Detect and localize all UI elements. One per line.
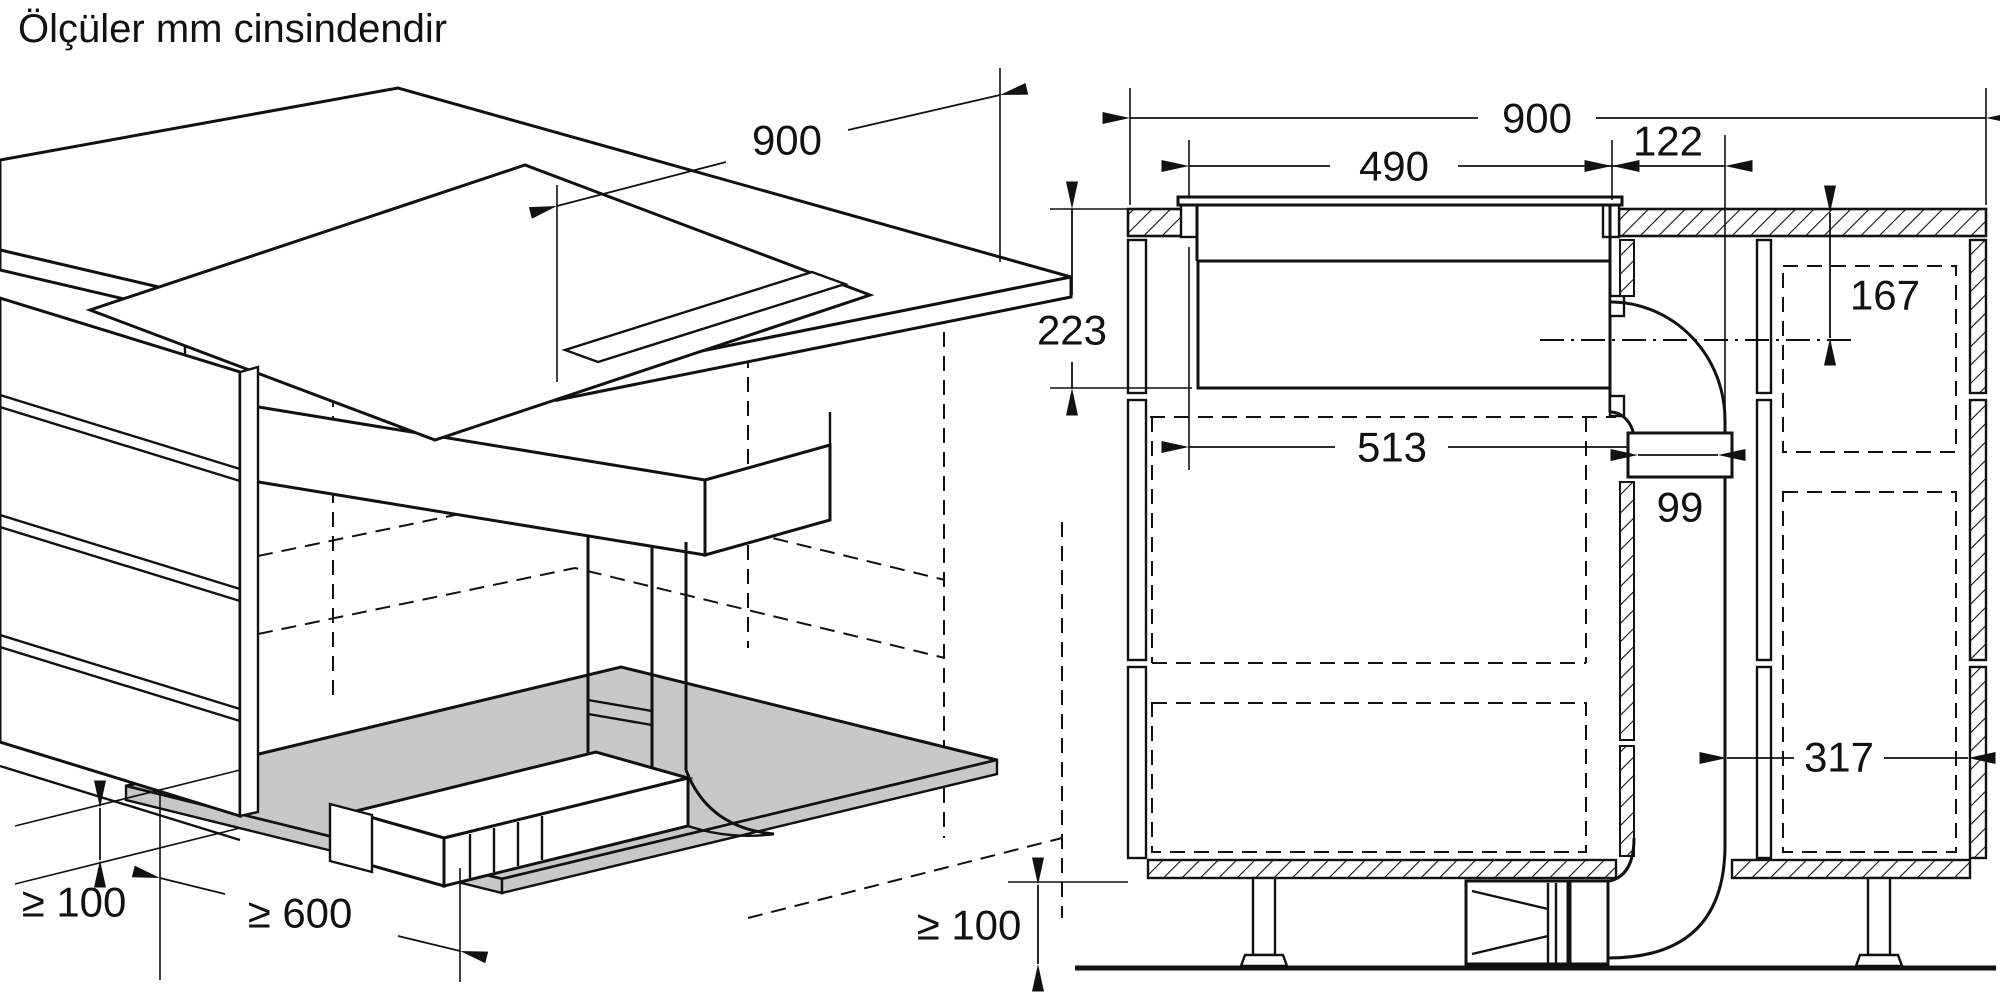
dim-label-duct-99: 99 [1657,484,1704,531]
dim-label-rear-317: 317 [1804,734,1874,781]
dim-label-plinth-100: ≥ 100 [22,879,127,926]
section-view: 900 490 122 223 167 [917,88,2000,992]
cabinet-bottom-boards [1146,858,1972,880]
flat-duct-diffuser [328,750,694,888]
hob-glass-iso [85,163,875,442]
dim-axis-167: 167 [1824,185,1920,366]
glass-flange-left [1179,201,1199,239]
dim-plinth-left: ≥ 100 [14,769,241,926]
dim-duct-99: 99 [1610,431,1746,531]
dim-label-plinth-right-100: ≥ 100 [917,902,1022,949]
worktop-section [1126,195,1988,239]
dim-label-body-513: 513 [1357,424,1427,471]
right-cabinet-left-wall [1755,238,1773,860]
dim-label-total-900: 900 [1502,95,1572,142]
hob-body-section [1195,205,1626,418]
dim-height-223: 223 [1037,181,1192,416]
isometric-view: 900 ≥ 100 ≥ 600 [0,68,1073,982]
right-cabinet-right-wall [1968,238,1988,860]
dim-label-axis-167: 167 [1850,272,1920,319]
dim-plinth-right: ≥ 100 [917,857,1128,992]
hob-glass-section [1176,195,1624,207]
dim-label-depth-900: 900 [752,117,822,164]
dim-total-900: 900 [1102,88,2000,205]
dim-label-height-223: 223 [1037,307,1107,354]
dim-body-513: 513 [1161,247,1656,471]
dim-front-clearance: ≥ 600 [131,790,489,982]
hob-body-iso [183,335,832,557]
drawer-stack [0,296,260,842]
dim-label-glass-490: 490 [1359,143,1429,190]
vent-slot [561,270,849,364]
dim-label-clearance-600: ≥ 600 [248,890,353,937]
plinth-blower [1464,879,1610,966]
page-title: Ölçüler mm cinsindendir [18,7,447,51]
dim-worktop-depth: 900 [528,68,1029,382]
cabinet-legs [1239,876,1904,968]
dim-label-offset-122: 122 [1633,118,1703,165]
hidden-volumes [1150,265,1957,853]
left-cabinet-wall [1126,238,1148,860]
dim-offset-122: 122 [1584,118,1753,455]
duct-section [1570,239,1727,960]
dim-glass-490: 490 [1161,140,1640,200]
dim-rear-317: 317 [1699,734,1996,781]
